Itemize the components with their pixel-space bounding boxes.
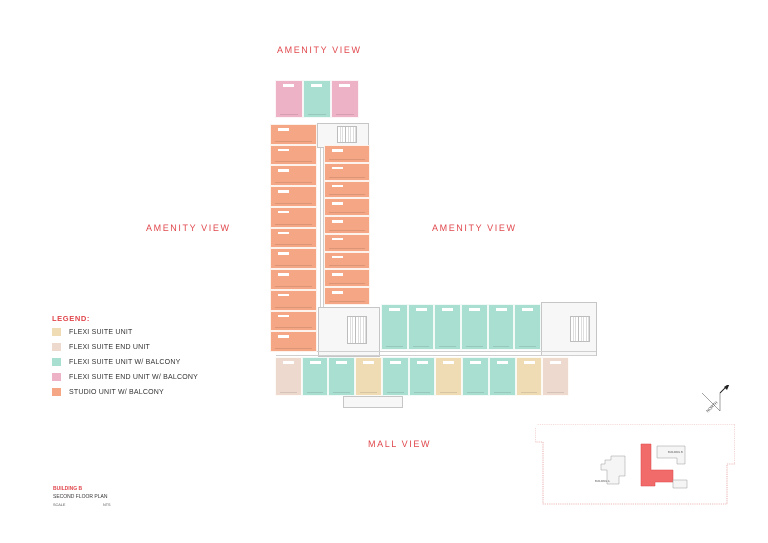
unit-bottom-4 — [355, 357, 382, 396]
keyplan-building-b: BUILDING B — [668, 450, 683, 454]
unit-right-8 — [324, 269, 370, 288]
unit-bottom-9 — [488, 357, 516, 396]
stair-core-east — [570, 316, 590, 342]
legend-label: FLEXI SUITE UNIT — [69, 328, 133, 336]
unit-bottom-2 — [301, 357, 329, 396]
entrance-canopy — [343, 396, 403, 408]
legend-swatch — [52, 388, 61, 396]
unit-bottom-11 — [542, 357, 569, 396]
stair-core-north — [337, 126, 357, 143]
legend-item-studio-balcony: STUDIO UNIT W/ BALCONY — [52, 387, 164, 397]
view-label-mall: MALL VIEW — [368, 439, 432, 449]
north-label: NORTH — [705, 400, 719, 414]
unit-left-10 — [270, 310, 317, 332]
legend-item-flexi-balcony: FLEXI SUITE UNIT W/ BALCONY — [52, 357, 180, 367]
unit-left-5 — [270, 206, 317, 228]
unit-east-4 — [461, 304, 488, 350]
unit-top-2 — [303, 80, 331, 118]
unit-bottom-7 — [435, 357, 463, 396]
unit-east-1 — [381, 304, 408, 350]
key-plan: BUILDING B BUILDING A — [535, 424, 735, 505]
unit-top-3 — [331, 80, 359, 118]
unit-right-2 — [324, 162, 370, 181]
scale-value: NTS — [103, 503, 111, 507]
unit-right-4 — [324, 198, 370, 217]
unit-left-4 — [270, 186, 317, 207]
legend-swatch — [52, 358, 61, 366]
unit-bottom-6 — [408, 357, 436, 396]
view-label-amenity-right: AMENITY VIEW — [432, 223, 517, 233]
unit-top-1 — [275, 80, 303, 118]
legend-item-flexi-end-balcony: FLEXI SUITE END UNIT W/ BALCONY — [52, 372, 198, 382]
unit-left-8 — [270, 269, 317, 290]
keyplan-building-a: BUILDING A — [595, 479, 610, 483]
unit-east-5 — [487, 304, 515, 350]
unit-east-3 — [434, 304, 461, 350]
legend-swatch — [52, 343, 61, 351]
corridor-east — [323, 148, 324, 356]
unit-right-5 — [324, 216, 370, 234]
scale-row: SCALE NTS — [53, 503, 111, 507]
title-block: BUILDING B SECOND FLOOR PLAN SCALE NTS — [53, 486, 111, 507]
unit-left-3 — [270, 165, 317, 187]
unit-left-9 — [270, 289, 317, 311]
unit-bottom-3 — [328, 357, 356, 396]
unit-bottom-1 — [275, 357, 302, 396]
north-arrow-icon: NORTH — [701, 385, 730, 414]
unit-left-7 — [270, 248, 317, 270]
legend-label: FLEXI SUITE END UNIT — [69, 343, 151, 351]
unit-right-6 — [324, 233, 370, 252]
stair-core-junction — [347, 316, 367, 344]
legend-item-flexi-end: FLEXI SUITE END UNIT — [52, 342, 150, 352]
unit-east-6 — [514, 304, 541, 350]
plan-name: SECOND FLOOR PLAN — [53, 494, 108, 500]
legend-swatch — [52, 373, 61, 381]
unit-bottom-5 — [381, 357, 409, 396]
corridor-south — [276, 351, 596, 352]
unit-east-2 — [407, 304, 435, 350]
corridor-south-2 — [276, 355, 596, 356]
legend-title: LEGEND: — [52, 314, 90, 323]
corridor-west — [320, 148, 321, 356]
unit-right-3 — [324, 180, 370, 199]
legend-item-flexi: FLEXI SUITE UNIT — [52, 327, 133, 337]
unit-left-2 — [270, 144, 317, 166]
unit-right-7 — [324, 251, 370, 270]
legend-label: FLEXI SUITE UNIT W/ BALCONY — [69, 358, 181, 366]
view-label-amenity-left: AMENITY VIEW — [146, 223, 231, 233]
unit-left-11 — [270, 331, 317, 352]
building-name: BUILDING B — [53, 486, 83, 492]
unit-right-1 — [324, 145, 370, 163]
unit-right-9 — [324, 287, 370, 305]
unit-bottom-10 — [515, 357, 543, 396]
unit-left-6 — [270, 227, 317, 249]
legend-swatch — [52, 328, 61, 336]
legend-label: FLEXI SUITE END UNIT W/ BALCONY — [69, 373, 198, 381]
unit-bottom-8 — [462, 357, 489, 396]
view-label-amenity-top: AMENITY VIEW — [277, 45, 362, 55]
legend-label: STUDIO UNIT W/ BALCONY — [69, 388, 164, 396]
scale-label: SCALE — [53, 503, 66, 507]
unit-left-1 — [270, 124, 317, 145]
